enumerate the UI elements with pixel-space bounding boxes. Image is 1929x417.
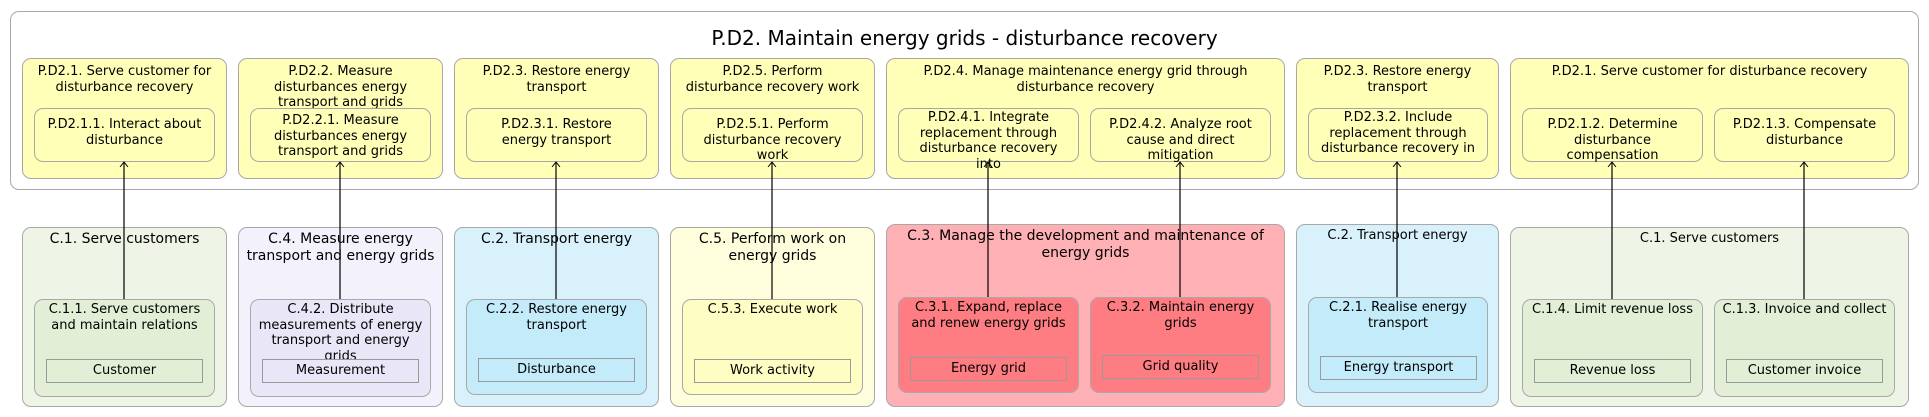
entity-box[interactable]: Measurement bbox=[262, 359, 419, 383]
capability-c2: C.2. Transport energy C.2.1. Realise ene… bbox=[1296, 224, 1499, 407]
activity-box[interactable]: P.D2.3.1. Restore energy transport bbox=[466, 108, 647, 162]
entity-box[interactable]: Grid quality bbox=[1102, 355, 1259, 379]
sub-capability[interactable]: C.5.3. Execute work Work activity bbox=[682, 299, 863, 395]
sub-capability[interactable]: C.2.1. Realise energy transport Energy t… bbox=[1308, 297, 1488, 393]
sub-capability-label: C.1.4. Limit revenue loss bbox=[1532, 302, 1693, 317]
entity-box[interactable]: Energy grid bbox=[910, 357, 1067, 381]
activity-label: P.D2.2.1. Measure disturbances energy tr… bbox=[273, 113, 408, 159]
capability-label: C.2. Transport energy bbox=[1327, 228, 1468, 243]
capability-label: C.3. Manage the development and maintena… bbox=[907, 228, 1264, 261]
activity-label: P.D2.1.1. Interact about disturbance bbox=[47, 117, 202, 148]
activity-box[interactable]: P.D2.1.1. Interact about disturbance bbox=[34, 108, 215, 162]
sub-capability-label: C.1.1. Serve customers and maintain rela… bbox=[48, 302, 201, 333]
sub-capability[interactable]: C.3.2. Maintain energy grids Grid qualit… bbox=[1090, 297, 1271, 393]
activity-box[interactable]: P.D2.4.2. Analyze root cause and direct … bbox=[1090, 108, 1271, 163]
sub-capability-label: C.1.3. Invoice and collect bbox=[1722, 302, 1887, 317]
activity-label: P.D2.4.2. Analyze root cause and direct … bbox=[1109, 117, 1252, 163]
sub-capability[interactable]: C.2.2. Restore energy transport Disturba… bbox=[466, 299, 647, 395]
activity-box[interactable]: P.D2.3.2. Include replacement through di… bbox=[1308, 108, 1488, 162]
process-group: P.D2.1. Serve customer for disturbance r… bbox=[22, 58, 227, 179]
activity-label: P.D2.3.2. Include replacement through di… bbox=[1321, 110, 1475, 156]
sub-capability[interactable]: C.3.1. Expand, replace and renew energy … bbox=[898, 297, 1079, 393]
activity-label: P.D2.1.2. Determine disturbance compensa… bbox=[1547, 117, 1678, 163]
process-group: P.D2.3. Restore energy transport P.D2.3.… bbox=[1296, 58, 1499, 179]
sub-capability-label: C.4.2. Distribute measurements of energy… bbox=[258, 302, 423, 364]
activity-label: P.D2.3.1. Restore energy transport bbox=[501, 117, 612, 148]
sub-capability-label: C.3.2. Maintain energy grids bbox=[1106, 300, 1255, 331]
process-group: P.D2.3. Restore energy transport P.D2.3.… bbox=[454, 58, 659, 179]
capability-c4: C.4. Measure energy transport and energy… bbox=[238, 227, 443, 407]
entity-box[interactable]: Work activity bbox=[694, 359, 851, 383]
entity-box[interactable]: Customer bbox=[46, 359, 203, 383]
sub-capability-label: C.2.2. Restore energy transport bbox=[486, 302, 627, 333]
capability-label: C.5. Perform work on energy grids bbox=[698, 231, 847, 264]
sub-capability-label: C.2.1. Realise energy transport bbox=[1329, 300, 1467, 331]
entity-box[interactable]: Customer invoice bbox=[1726, 359, 1883, 383]
sub-capability[interactable]: C.1.4. Limit revenue loss Revenue loss bbox=[1522, 299, 1703, 397]
entity-box[interactable]: Revenue loss bbox=[1534, 359, 1691, 383]
process-group-label: P.D2.2. Measure disturbances energy tran… bbox=[273, 64, 408, 110]
process-group: P.D2.5. Perform disturbance recovery wor… bbox=[670, 58, 875, 179]
sub-capability-label: C.3.1. Expand, replace and renew energy … bbox=[911, 300, 1066, 331]
process-group: P.D2.4. Manage maintenance energy grid t… bbox=[886, 58, 1285, 179]
capability-c1: C.1. Serve customers C.1.4. Limit revenu… bbox=[1510, 227, 1909, 407]
sub-capability[interactable]: C.1.1. Serve customers and maintain rela… bbox=[34, 299, 215, 397]
capability-label: C.1. Serve customers bbox=[1639, 231, 1780, 246]
activity-label: P.D2.1.3. Compensate disturbance bbox=[1732, 117, 1877, 148]
activity-box[interactable]: P.D2.2.1. Measure disturbances energy tr… bbox=[250, 108, 431, 162]
process-group-label: P.D2.3. Restore energy transport bbox=[1323, 64, 1472, 95]
activity-label: P.D2.4.1. Integrate replacement through … bbox=[919, 110, 1058, 172]
process-group: P.D2.1. Serve customer for disturbance r… bbox=[1510, 58, 1909, 179]
process-group-label: P.D2.3. Restore energy transport bbox=[482, 64, 631, 95]
capability-c3: C.3. Manage the development and maintena… bbox=[886, 224, 1285, 407]
sub-capability-label: C.5.3. Execute work bbox=[707, 302, 838, 317]
capability-label: C.4. Measure energy transport and energy… bbox=[246, 231, 435, 264]
process-group: P.D2.2. Measure disturbances energy tran… bbox=[238, 58, 443, 179]
process-title: P.D2. Maintain energy grids - disturbanc… bbox=[711, 26, 1218, 50]
sub-capability[interactable]: C.1.3. Invoice and collect Customer invo… bbox=[1714, 299, 1895, 397]
process-group-label: P.D2.1. Serve customer for disturbance r… bbox=[37, 64, 212, 95]
entity-box[interactable]: Disturbance bbox=[478, 358, 635, 382]
capability-label: C.2. Transport energy bbox=[481, 231, 632, 247]
process-group-label: P.D2.1. Serve customer for disturbance r… bbox=[1551, 64, 1868, 79]
activity-box[interactable]: P.D2.1.3. Compensate disturbance bbox=[1714, 108, 1895, 162]
capability-label: C.1. Serve customers bbox=[49, 231, 200, 247]
capability-c1: C.1. Serve customers C.1.1. Serve custom… bbox=[22, 227, 227, 407]
sub-capability[interactable]: C.4.2. Distribute measurements of energy… bbox=[250, 299, 431, 397]
process-group-label: P.D2.4. Manage maintenance energy grid t… bbox=[923, 64, 1248, 95]
entity-box[interactable]: Energy transport bbox=[1320, 356, 1477, 380]
activity-box[interactable]: P.D2.1.2. Determine disturbance compensa… bbox=[1522, 108, 1703, 163]
activity-label: P.D2.5.1. Perform disturbance recovery w… bbox=[703, 117, 842, 163]
capability-c2: C.2. Transport energy C.2.2. Restore ene… bbox=[454, 227, 659, 407]
activity-box[interactable]: P.D2.4.1. Integrate replacement through … bbox=[898, 108, 1079, 172]
capability-c5: C.5. Perform work on energy grids C.5.3.… bbox=[670, 227, 875, 407]
activity-box[interactable]: P.D2.5.1. Perform disturbance recovery w… bbox=[682, 108, 863, 163]
process-group-label: P.D2.5. Perform disturbance recovery wor… bbox=[685, 64, 860, 95]
